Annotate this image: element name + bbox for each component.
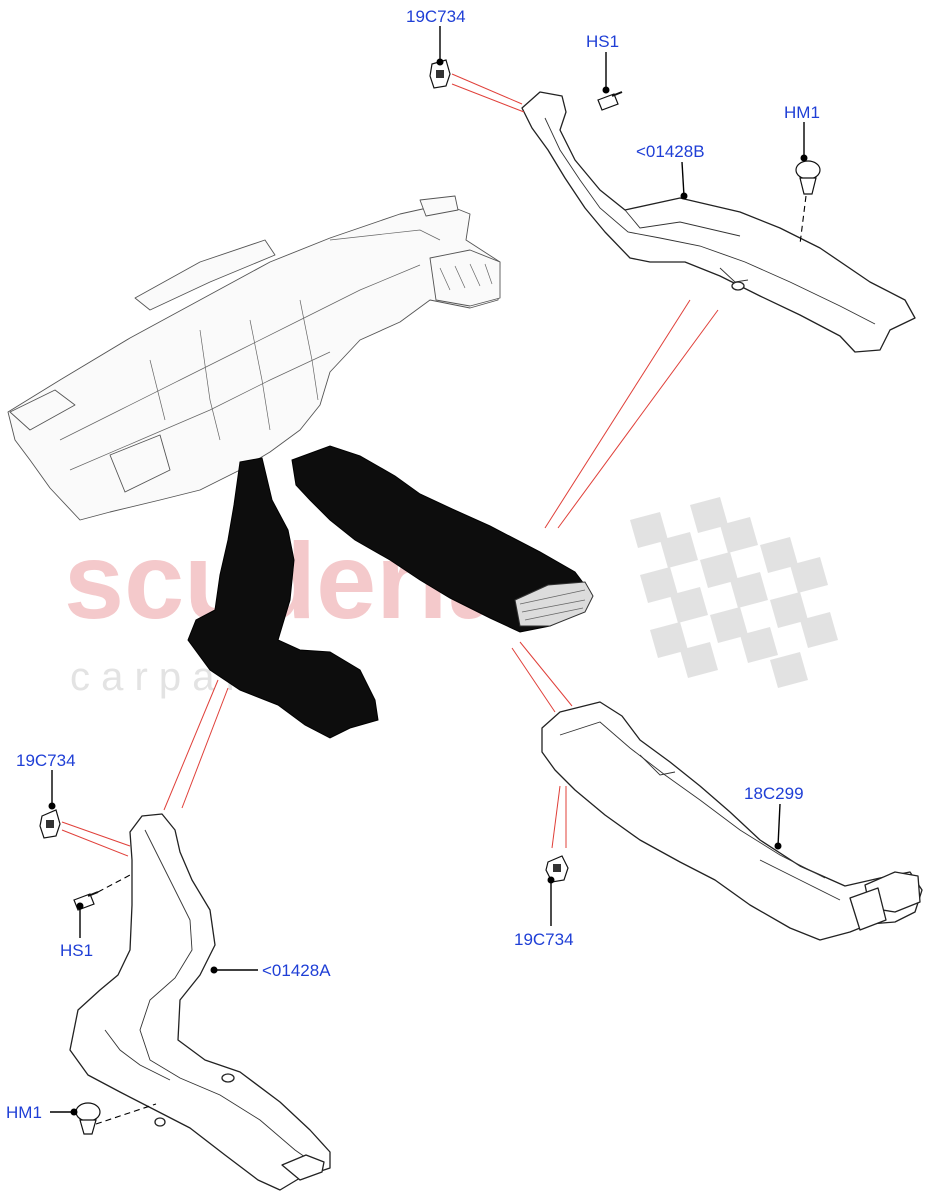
assembly-lines <box>61 73 719 857</box>
screw-HS1-top <box>597 91 623 111</box>
callout-HS1-top: HS1 <box>586 32 619 51</box>
center-duct-assembly <box>187 445 594 739</box>
callout-19C734-right: 19C734 <box>514 930 574 949</box>
callout-01428B: <01428B <box>636 142 705 161</box>
checkered-flag-watermark <box>630 497 838 688</box>
fastener-axes <box>95 195 807 1125</box>
callout-HM1-top: HM1 <box>784 103 820 122</box>
rivet-HM1-top <box>795 160 821 195</box>
duct-01428B <box>521 91 916 353</box>
dashboard-assembly <box>7 195 501 521</box>
duct-01428A <box>69 813 331 1191</box>
clip-19C734-right <box>545 855 569 883</box>
callout-HM1-left: HM1 <box>6 1103 42 1122</box>
callout-18C299: 18C299 <box>744 784 804 803</box>
clip-19C734-left <box>39 809 61 839</box>
callout-19C734-top: 19C734 <box>406 7 466 26</box>
callout-labels: 19C734 HS1 HM1 <01428B 19C734 HS1 <01428… <box>6 7 820 1122</box>
callout-HS1-left: HS1 <box>60 941 93 960</box>
callout-19C734-left: 19C734 <box>16 751 76 770</box>
callout-leaders <box>48 26 808 1116</box>
rivet-HM1-left <box>75 1102 101 1135</box>
duct-18C299 <box>541 701 923 941</box>
clip-19C734-top <box>429 59 451 89</box>
callout-01428A: <01428A <box>262 961 331 980</box>
